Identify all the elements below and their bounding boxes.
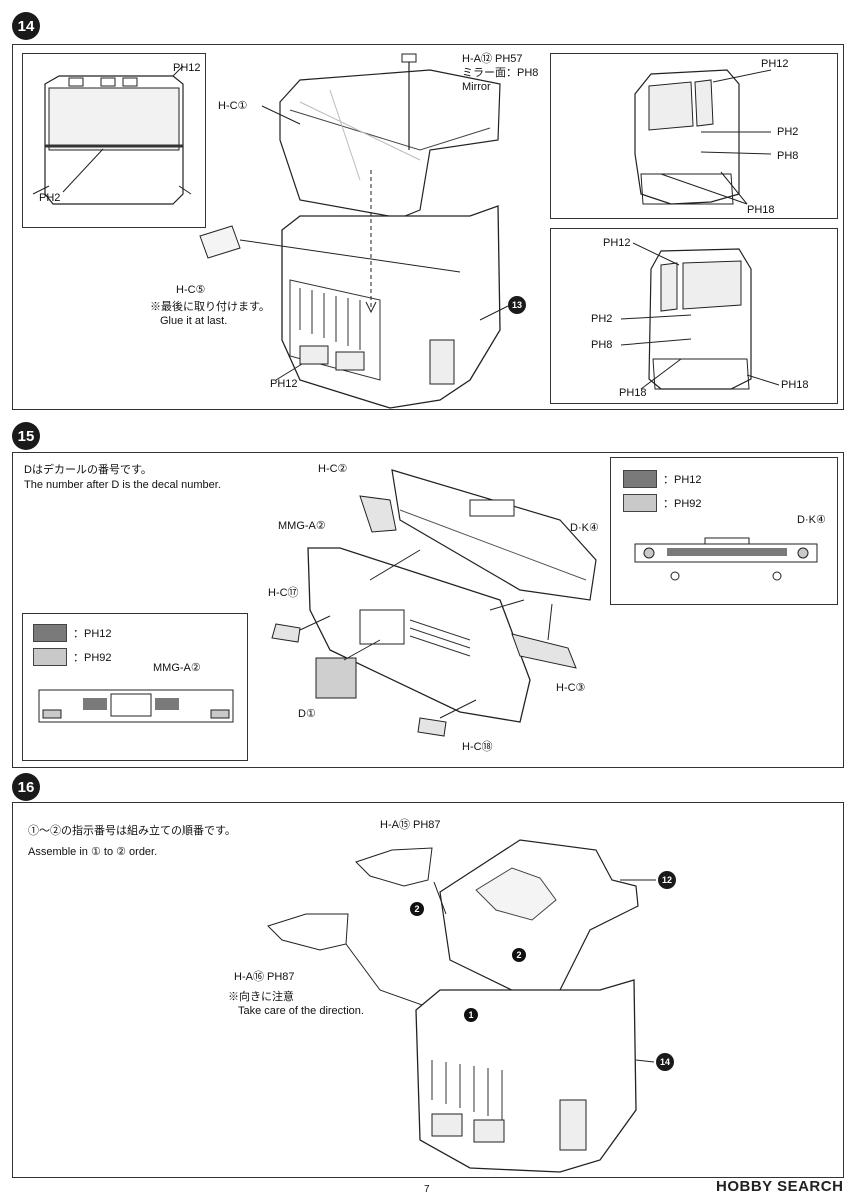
ph2-label-rt: PH2	[777, 126, 799, 138]
legend-right-row-2: ：PH92	[623, 494, 702, 512]
hc17-label: H-C⑰	[268, 587, 299, 599]
order-2a-marker: 2	[410, 902, 424, 916]
swatch-dark-r	[623, 470, 657, 488]
ref-step-14-badge: 14	[656, 1053, 674, 1071]
cab-right-side-drawing	[620, 242, 780, 390]
ph18-left-label-rb: PH18	[619, 387, 647, 399]
legend-left-text-2: ：PH92	[73, 652, 112, 664]
hc18-label: H-C⑱	[462, 741, 493, 753]
d1-label: D①	[298, 708, 316, 720]
ph8-label-rb: PH8	[591, 339, 613, 351]
legend-left-text-1: ：PH12	[73, 628, 112, 640]
direction-note-jp: ※向きに注意	[228, 991, 294, 1003]
mirror-part-label: H-A⑫ PH57	[462, 53, 523, 65]
legend-right-text-1: ：PH12	[663, 474, 702, 486]
glue-note-en: Glue it at last.	[160, 315, 228, 327]
legend-left-row-1: ：PH12	[33, 624, 112, 642]
hc1-label: H-C①	[218, 100, 248, 112]
decal-note-en: The number after D is the decal number.	[24, 479, 221, 491]
ph8-label-rt: PH8	[777, 150, 799, 162]
step-16-badge: 16	[12, 773, 40, 801]
step-14-inset-left: PH12 PH2	[22, 53, 206, 228]
cab-rear-view-drawing	[32, 65, 192, 205]
step-14-inset-right-bottom: PH12 PH2 PH8 PH18 PH18	[550, 228, 838, 404]
ha15-label: H-A⑮ PH87	[380, 819, 441, 831]
step-14-badge: 14	[12, 12, 40, 40]
ph12-label-rt: PH12	[761, 58, 789, 70]
ref-step-13-badge: 13	[508, 296, 526, 314]
watermark: HOBBY SEARCH	[716, 1178, 844, 1195]
legend-right-row-1: ：PH12	[623, 470, 702, 488]
hc5-label: H-C⑤	[176, 284, 206, 296]
dk4-label: D·K④	[570, 522, 599, 534]
hc3-label: H-C③	[556, 682, 586, 694]
step-15-inset-right: ：PH12 ：PH92 D·K④	[610, 457, 838, 605]
ph12-bottom-label: PH12	[270, 378, 298, 390]
swatch-light	[33, 648, 67, 666]
legend-left-part-label: MMG-A②	[153, 662, 201, 674]
step-15-badge: 15	[12, 422, 40, 450]
bumper-upper-mini	[634, 537, 818, 581]
direction-note-en: Take care of the direction.	[238, 1005, 364, 1017]
hc2-label: H-C②	[318, 463, 348, 475]
order-note-en: Assemble in ① to ② order.	[28, 846, 158, 858]
step-14-inset-right-top: PH12 PH2 PH8 PH18	[550, 53, 838, 219]
ph12-label: PH12	[173, 62, 201, 74]
swatch-dark	[33, 624, 67, 642]
mmga2-label: MMG-A②	[278, 520, 326, 532]
legend-right-text-2: ：PH92	[663, 498, 702, 510]
ph2-label-rb: PH2	[591, 313, 613, 325]
ph2-label: PH2	[39, 192, 61, 204]
decal-note-jp: Dはデカールの番号です。	[24, 464, 152, 476]
mirror-face-label: ミラー面：PH8	[462, 67, 539, 79]
order-note-jp: ①～②の指示番号は組み立ての順番です。	[28, 825, 236, 837]
ph18-label-rt: PH18	[747, 204, 775, 216]
swatch-light-r	[623, 494, 657, 512]
legend-right: ：PH12 ：PH92	[623, 470, 702, 518]
page-number: 7	[424, 1184, 430, 1195]
ref-step-12-badge: 12	[658, 871, 676, 889]
legend-left-row-2: ：PH92	[33, 648, 112, 666]
order-2b-marker: 2	[512, 948, 526, 962]
legend-right-part-label: D·K④	[797, 514, 826, 526]
ph18-right-label-rb: PH18	[781, 379, 809, 391]
legend-left: ：PH12 ：PH92	[33, 624, 112, 672]
bumper-front-mini	[38, 689, 234, 723]
cab-left-side-drawing	[634, 69, 772, 205]
ha16-label: H-A⑯ PH87	[234, 971, 295, 983]
mirror-en-label: Mirror	[462, 81, 491, 93]
step-15-inset-left: ：PH12 ：PH92 MMG-A②	[22, 613, 248, 761]
ph12-label-rb: PH12	[603, 237, 631, 249]
glue-note-jp: ※最後に取り付けます。	[150, 301, 270, 313]
order-1-marker: 1	[464, 1008, 478, 1022]
